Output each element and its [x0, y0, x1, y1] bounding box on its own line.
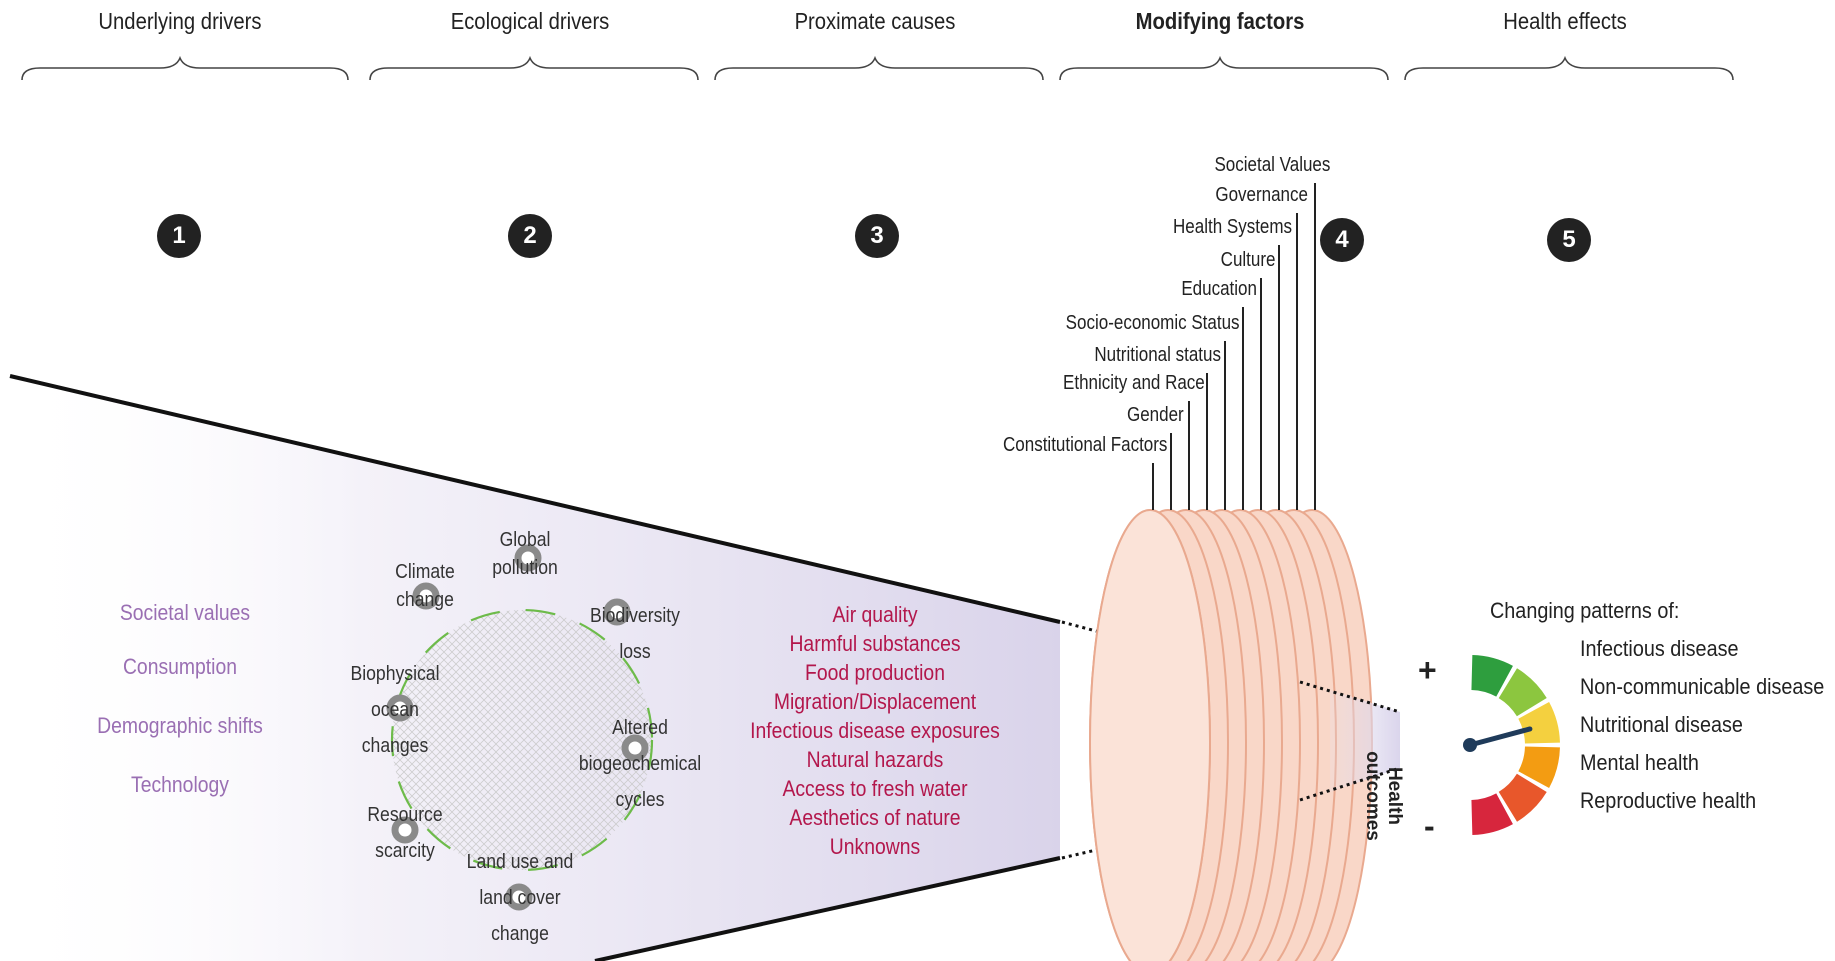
node-ocean-changes — [386, 694, 414, 722]
step-1-badge: 1 — [157, 214, 201, 258]
cone-bottom-edge — [594, 856, 1061, 961]
factor-constitutional-factors: Constitutional Factors — [1002, 434, 1167, 456]
gauge-segment — [1471, 793, 1513, 835]
eco-ocean-changes: Biophysical ocean changes — [350, 663, 440, 757]
node-climate-change — [412, 582, 440, 610]
factor-socio-economic-status: Socio-economic Status — [1066, 312, 1240, 334]
cause-harmful-substances: Harmful substances — [789, 631, 961, 656]
eco-altered-cycles: Altered biogeochemical cycles — [578, 717, 702, 811]
health-gauge — [1463, 655, 1560, 835]
ecological-mesh — [392, 610, 652, 870]
health-effects-title: Changing patterns of: — [1490, 598, 1680, 623]
step-3-badge: 3 — [855, 214, 899, 258]
driver-consumption: Consumption — [122, 654, 238, 679]
factor-ethnicity-and-race: Ethnicity and Race — [1063, 372, 1205, 394]
factor-societal-values: Societal Values — [1214, 154, 1330, 176]
node-resource-scarcity — [391, 816, 419, 844]
brace-2 — [369, 55, 699, 81]
node-global-pollution — [514, 544, 542, 572]
header-modifying-factors: Modifying factors — [1135, 8, 1305, 34]
cause-food-production: Food production — [805, 660, 945, 685]
brace-1 — [21, 55, 349, 81]
gauge-segment — [1498, 668, 1547, 717]
modifying-factor-leaders — [1152, 183, 1316, 510]
cone-top-edge — [9, 374, 1061, 624]
header-braces — [21, 55, 1734, 81]
brace-3 — [714, 55, 1044, 81]
eco-resource-scarcity: Resource scarcity — [367, 804, 443, 862]
cause-aesthetics: Aesthetics of nature — [789, 805, 961, 830]
effect-nutritional-disease: Nutritional disease — [1580, 712, 1743, 737]
effect-reproductive-health: Reproductive health — [1580, 788, 1757, 813]
factor-disc-front — [1089, 509, 1211, 961]
header-proximate-causes: Proximate causes — [794, 8, 956, 34]
node-biodiversity-loss — [603, 598, 631, 626]
driver-demographic-shifts: Demographic shifts — [97, 713, 263, 738]
effect-mental-health: Mental health — [1580, 750, 1699, 775]
gauge-hub — [1463, 738, 1477, 752]
eco-land-use: Land use and land cover change — [466, 851, 574, 945]
node-land-use — [505, 883, 533, 911]
cause-air-quality: Air quality — [832, 602, 918, 627]
step-4-badge: 4 — [1320, 218, 1364, 262]
driver-technology: Technology — [131, 772, 229, 797]
node-altered-cycles — [621, 734, 649, 762]
gauge-minus-sign: - — [1424, 808, 1435, 844]
factor-nutritional-status: Nutritional status — [1094, 344, 1221, 366]
gauge-plus-sign: + — [1418, 652, 1437, 688]
gauge-segment — [1498, 773, 1547, 822]
brace-5 — [1404, 55, 1734, 81]
gauge-segment — [1518, 702, 1560, 744]
cause-unknowns: Unknowns — [829, 834, 921, 859]
effect-non-communicable: Non-communicable disease — [1580, 674, 1825, 699]
cause-migration: Migration/Displacement — [773, 689, 977, 714]
eco-climate-change: Climate change — [395, 561, 455, 611]
driver-societal-values: Societal values — [119, 600, 251, 625]
cause-natural-hazards: Natural hazards — [806, 747, 944, 772]
outcome-beam — [1330, 690, 1400, 792]
factor-culture: Culture — [1220, 249, 1275, 271]
header-health-effects: Health effects — [1503, 8, 1627, 34]
modifying-factor-discs — [1089, 509, 1373, 961]
ecological-ring — [390, 608, 654, 872]
eco-biodiversity-loss: Biodiversity loss — [589, 605, 680, 663]
header-ecological-drivers: Ecological drivers — [450, 8, 610, 34]
factor-health-systems: Health Systems — [1172, 216, 1292, 238]
factor-governance: Governance — [1215, 184, 1308, 206]
cause-infectious-exposures: Infectious disease exposures — [750, 718, 1000, 743]
cause-fresh-water: Access to fresh water — [782, 776, 968, 801]
step-2-badge: 2 — [508, 214, 552, 258]
effect-infectious-disease: Infectious disease — [1580, 636, 1739, 661]
gauge-segment — [1518, 746, 1560, 788]
factor-education: Education — [1181, 278, 1257, 300]
health-outcomes-label: Health outcomes — [1362, 751, 1405, 841]
header-underlying-drivers: Underlying drivers — [98, 8, 262, 34]
eco-global-pollution: Global pollution — [492, 529, 558, 579]
brace-4 — [1059, 55, 1389, 81]
step-5-badge: 5 — [1547, 218, 1591, 262]
ecological-nodes — [386, 544, 649, 911]
gauge-needle — [1467, 726, 1533, 748]
gauge-segment — [1471, 655, 1513, 697]
factor-gender: Gender — [1127, 404, 1184, 426]
